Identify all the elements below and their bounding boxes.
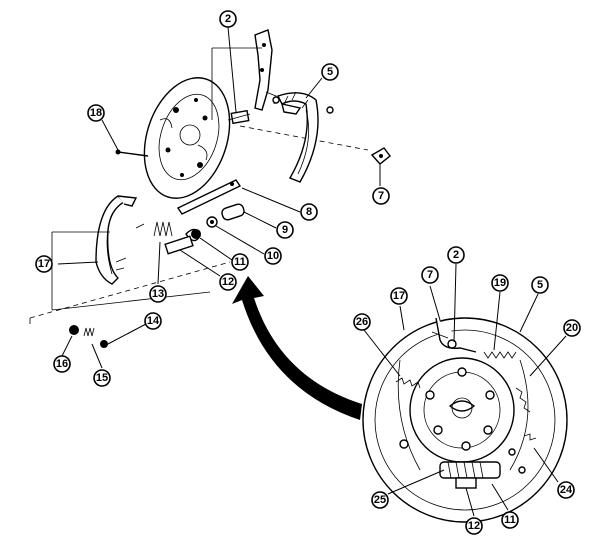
- hold-down-pin: [115, 149, 149, 157]
- hold-down-parts: [69, 325, 108, 348]
- adjuster-link: [176, 179, 242, 215]
- adjuster-screw: [227, 109, 251, 125]
- svg-text:10: 10: [267, 250, 279, 262]
- svg-text:26: 26: [356, 316, 368, 328]
- exploded-leaders: [57, 26, 381, 369]
- svg-text:13: 13: [152, 288, 164, 300]
- callout-2-top: 2: [219, 10, 237, 28]
- svg-text:17: 17: [393, 290, 405, 302]
- svg-text:24: 24: [560, 484, 573, 496]
- clip-part: [370, 147, 391, 165]
- svg-text:15: 15: [96, 372, 108, 384]
- callout-7-bot: 7: [421, 266, 439, 284]
- svg-text:25: 25: [374, 494, 386, 506]
- brake-shoe-upper: [277, 91, 319, 183]
- callout-18: 18: [87, 104, 105, 122]
- callout-10: 10: [264, 247, 282, 265]
- brake-shoe-lower: [95, 195, 138, 285]
- callout-20: 20: [563, 319, 581, 337]
- callout-9: 9: [276, 221, 294, 239]
- callout-12-bot: 12: [465, 517, 483, 535]
- callout-2-bot: 2: [447, 246, 465, 264]
- svg-text:11: 11: [504, 514, 516, 526]
- svg-text:12: 12: [468, 520, 480, 532]
- svg-text:2: 2: [453, 249, 459, 261]
- svg-text:8: 8: [306, 206, 312, 218]
- backing-plate: [143, 77, 231, 199]
- svg-text:19: 19: [494, 277, 506, 289]
- svg-text:16: 16: [56, 358, 68, 370]
- svg-text:18: 18: [90, 107, 102, 119]
- assembled-leaders: [363, 263, 567, 517]
- svg-text:5: 5: [537, 279, 543, 291]
- callout-17-top: 17: [35, 255, 53, 273]
- callout-15: 15: [93, 369, 111, 387]
- callout-11-top: 11: [231, 253, 249, 271]
- callout-5-top: 5: [321, 63, 339, 81]
- callout-17-bot: 17: [390, 287, 408, 305]
- exploded-view: [29, 29, 391, 348]
- svg-text:12: 12: [222, 276, 234, 288]
- callout-19: 19: [491, 274, 509, 292]
- svg-text:7: 7: [427, 269, 433, 281]
- callout-8: 8: [300, 203, 318, 221]
- svg-text:2: 2: [225, 13, 231, 25]
- svg-text:9: 9: [282, 224, 288, 236]
- svg-text:20: 20: [566, 322, 578, 334]
- parking-lever: [254, 29, 280, 111]
- callout-11-bot: 11: [501, 511, 519, 529]
- callout-26: 26: [353, 313, 371, 331]
- svg-text:11: 11: [234, 256, 246, 268]
- spring-13: [153, 221, 173, 237]
- callout-12-top: 12: [219, 273, 237, 291]
- svg-text:5: 5: [327, 66, 333, 78]
- assembled-view: [362, 317, 568, 523]
- callout-24: 24: [557, 481, 575, 499]
- adjuster-assembly: [164, 203, 245, 255]
- svg-text:7: 7: [378, 190, 384, 202]
- callout-25: 25: [371, 491, 389, 509]
- callout-5-bot: 5: [531, 276, 549, 294]
- svg-text:17: 17: [38, 258, 50, 270]
- curved-arrow: [232, 276, 362, 420]
- callout-7-top: 7: [372, 187, 390, 205]
- callouts: 2 5 18 7 8 9 10 11 12 13 17 14 15 16 17 …: [35, 10, 581, 535]
- svg-text:14: 14: [147, 315, 160, 327]
- callout-14: 14: [144, 312, 162, 330]
- callout-16: 16: [53, 355, 71, 373]
- callout-13: 13: [149, 285, 167, 303]
